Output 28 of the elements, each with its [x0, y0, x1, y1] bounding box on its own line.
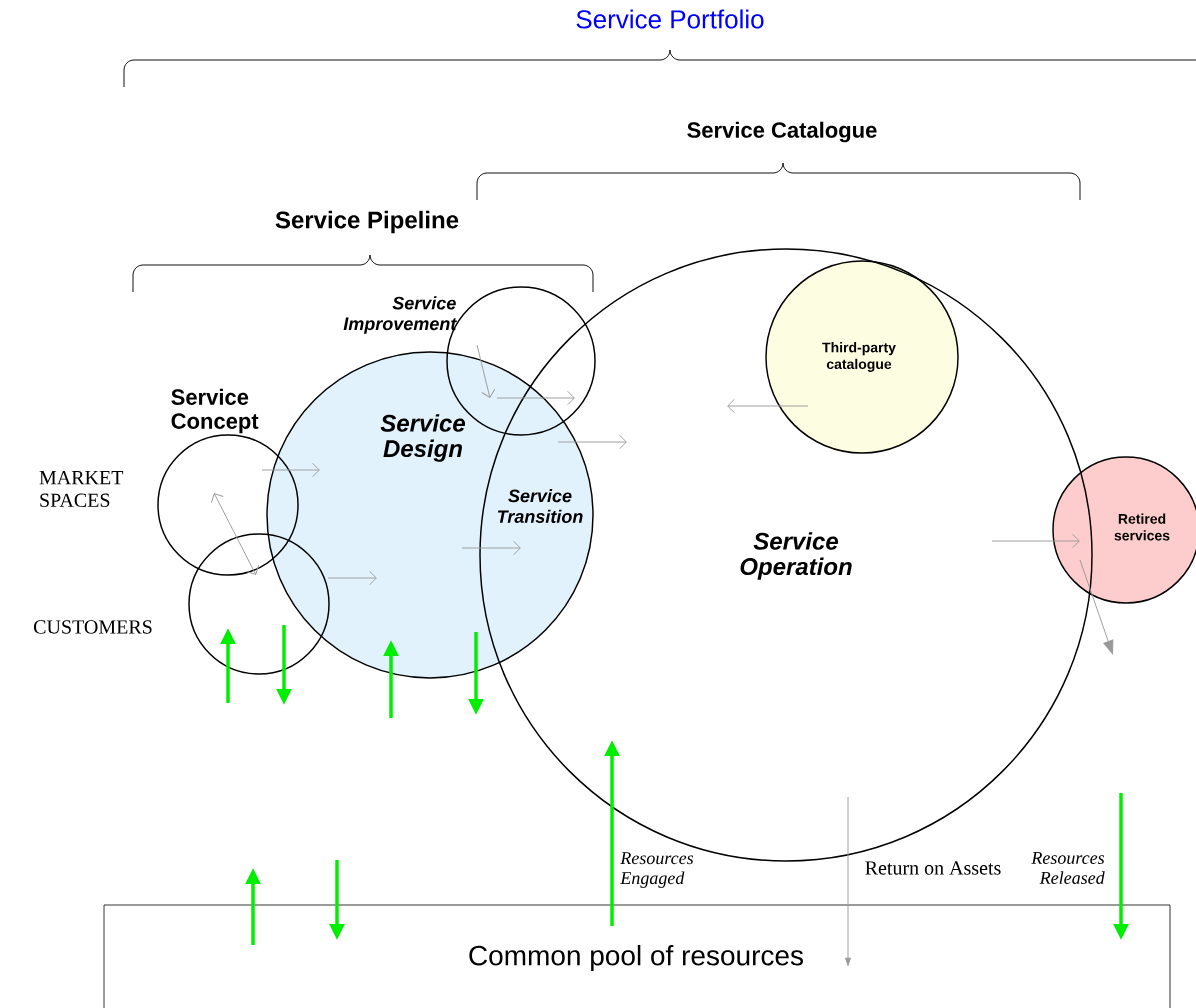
arrow [210, 493, 260, 575]
circle [1052, 456, 1196, 604]
arrow [261, 462, 320, 478]
circle [157, 434, 299, 576]
circle [765, 260, 959, 454]
arrow [1079, 559, 1114, 655]
arrow [845, 796, 851, 966]
catalogue-heading: Service Catalogue [687, 121, 877, 143]
circle-label: Third-party catalogue [822, 342, 896, 372]
circle-label: MARKET SPACES [39, 471, 124, 508]
pool-box [103, 904, 1171, 1008]
edge-label: Return on Assets [865, 861, 1001, 875]
concept-heading: Service Concept [171, 388, 259, 434]
circle [188, 533, 330, 675]
arrow [476, 344, 496, 398]
circle-label: Retired services [1114, 513, 1170, 541]
pipeline-heading: Service Pipeline [275, 210, 459, 234]
circle [266, 351, 594, 679]
circle-label: Common pool of resources [469, 944, 803, 972]
circle-label: CUSTOMERS [34, 620, 152, 634]
edge-label: Resources Released [1031, 852, 1105, 884]
edge-label: Resources Engaged [620, 852, 694, 888]
circle-label: Service Operation [740, 532, 852, 580]
portfolio-heading: Service Portfolio [576, 9, 764, 29]
circle-label: Service Design [380, 414, 466, 462]
stage-label: Service Transition [497, 489, 583, 523]
arrow [327, 570, 377, 586]
circle-label: Service Improvement [343, 296, 457, 334]
